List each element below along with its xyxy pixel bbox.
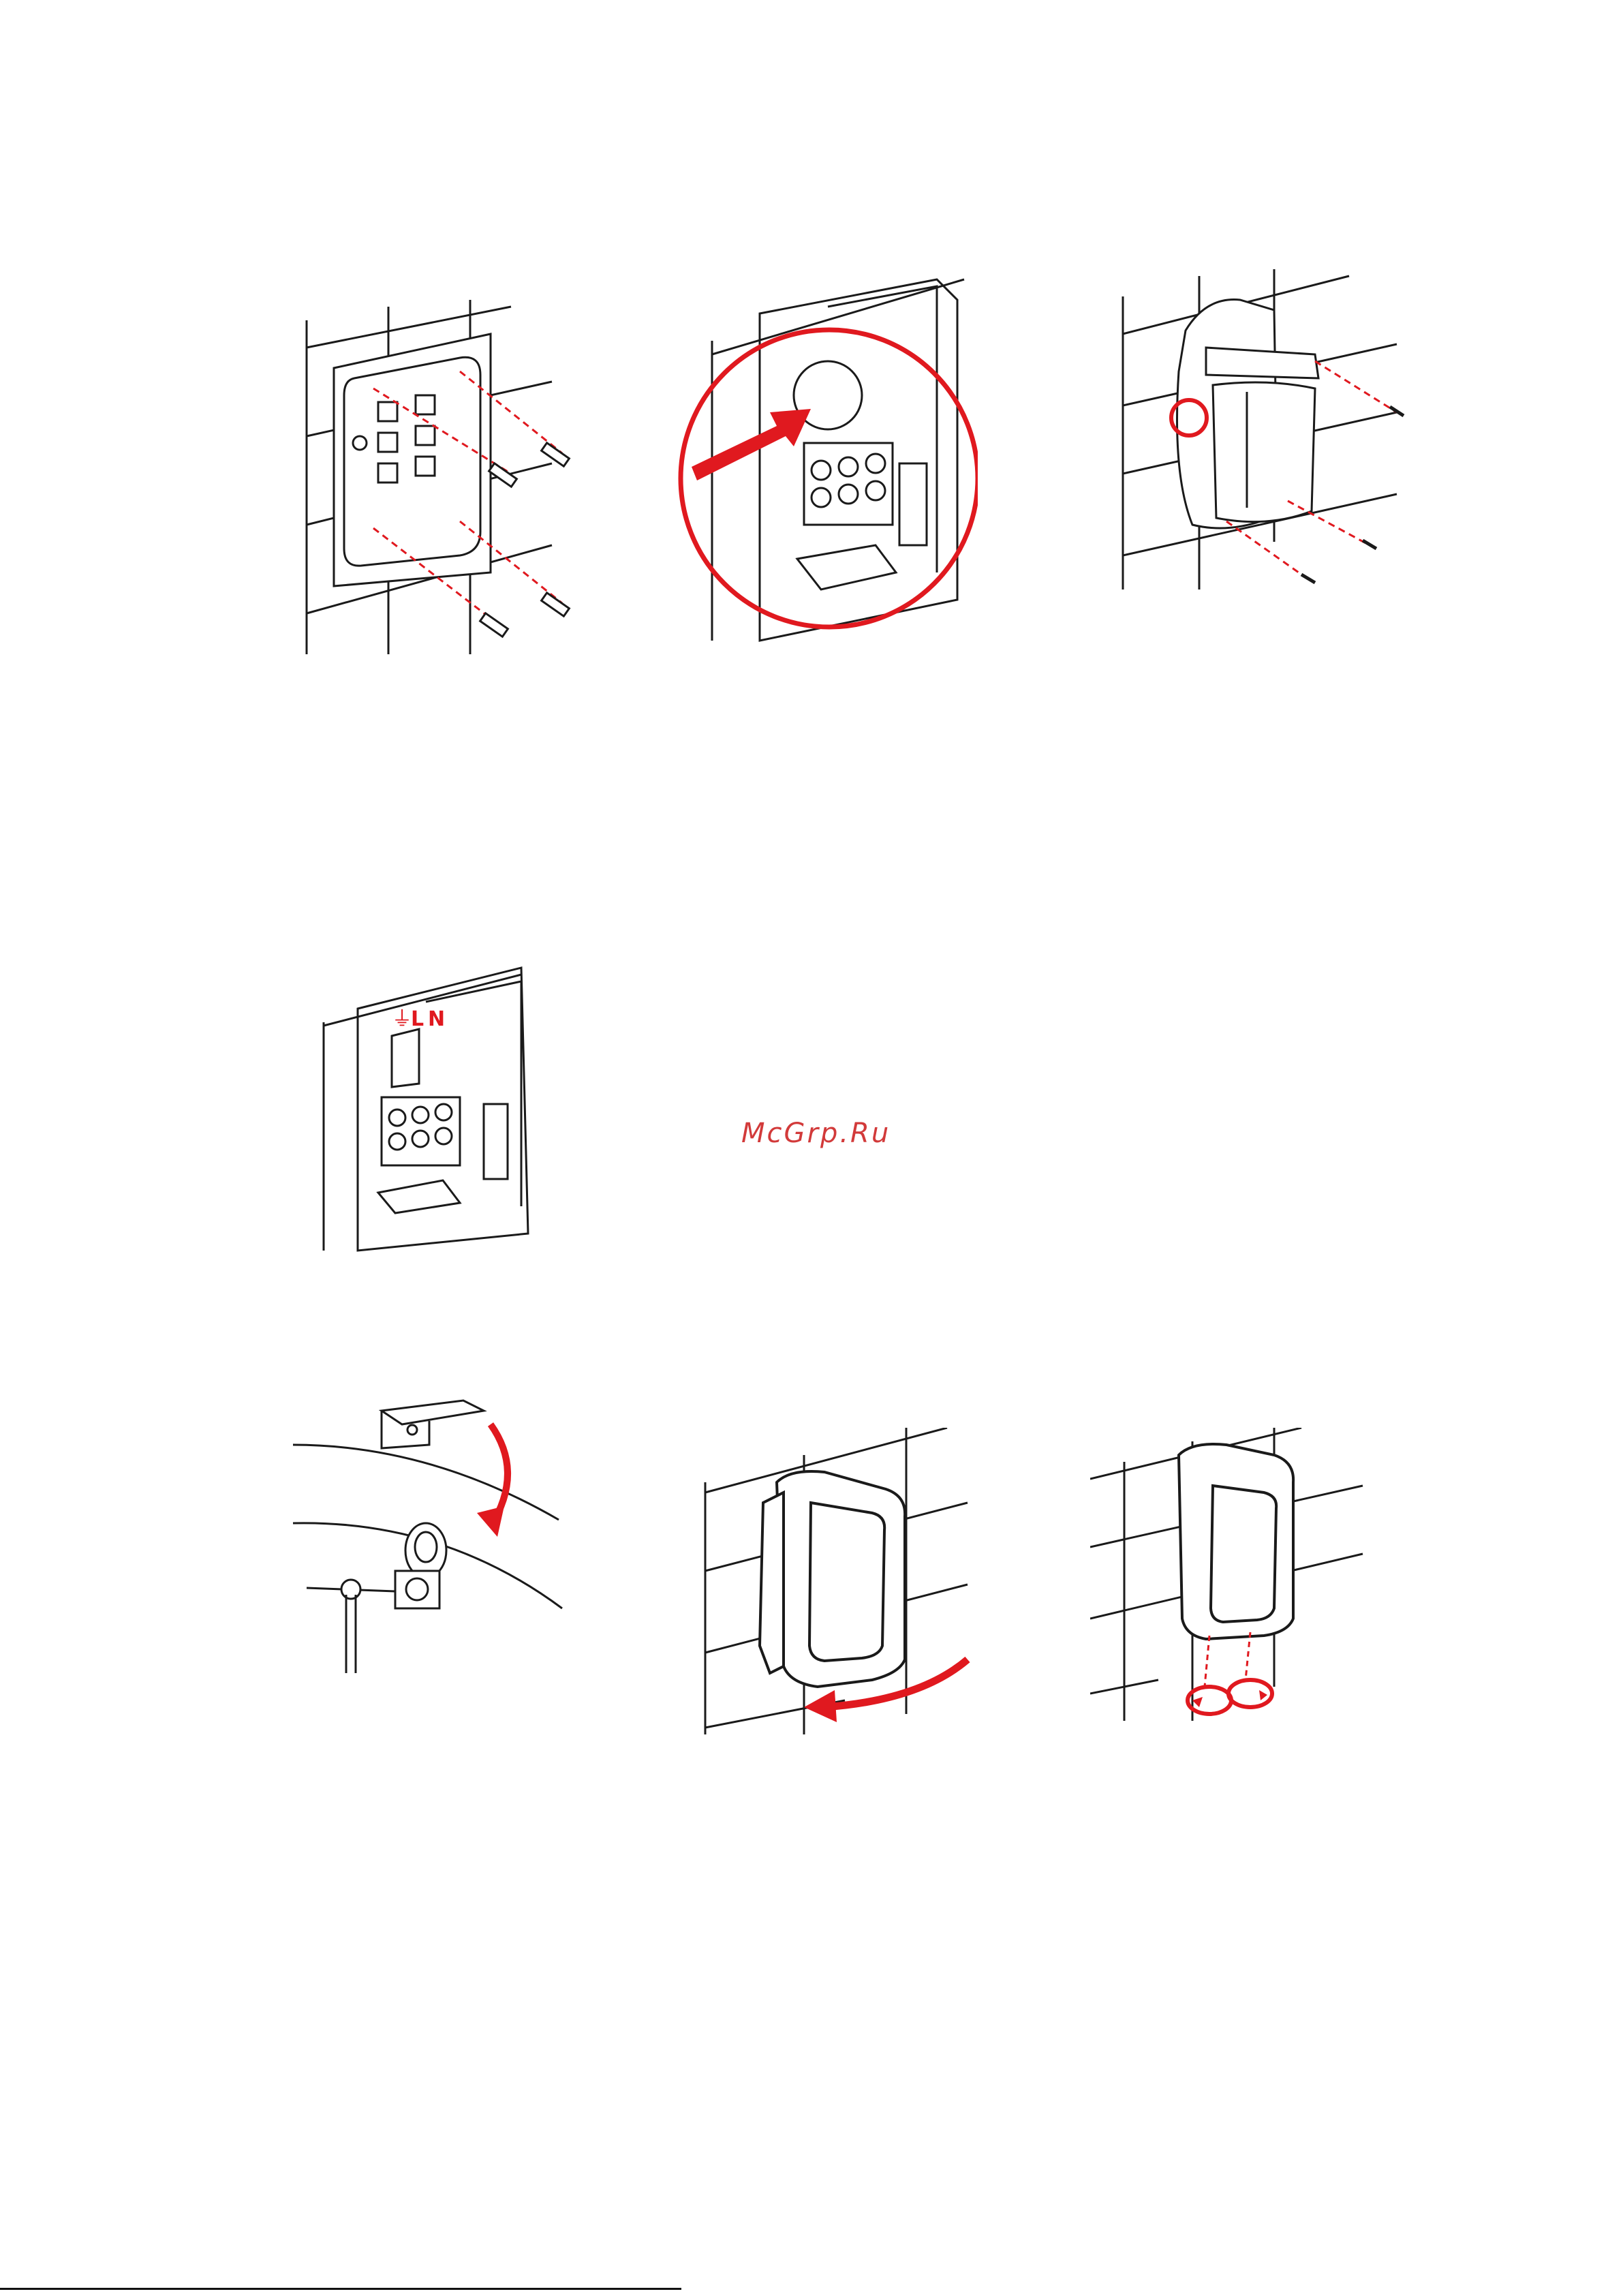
figure-terminal-block: ⏚ L N — [317, 961, 535, 1254]
earth-symbol-label: ⏚ — [392, 1007, 412, 1031]
terminal-labels-group: ⏚ L N — [392, 1007, 445, 1031]
unit-on-plate-illustration — [1104, 269, 1417, 617]
figure-unit-on-plate — [1104, 269, 1417, 617]
neutral-terminal-label: N — [428, 1007, 445, 1031]
clamp-fixing-illustration — [293, 1383, 566, 1677]
live-terminal-label: L — [411, 1007, 424, 1031]
cover-swing-illustration — [688, 1428, 981, 1741]
figure-mounting-plate — [286, 300, 572, 661]
cable-entry-illustration — [678, 273, 978, 647]
bottom-screws-illustration — [1090, 1428, 1376, 1728]
terminal-block-illustration: ⏚ L N — [317, 961, 535, 1254]
figure-clamp-fixing — [293, 1383, 566, 1677]
figure-bottom-screws — [1090, 1428, 1376, 1728]
figure-cable-entry — [678, 273, 978, 647]
mounting-plate-illustration — [286, 300, 572, 661]
figure-cover-swing — [688, 1428, 981, 1741]
bottom-divider-line — [0, 2288, 681, 2290]
watermark-text: McGrp.Ru — [741, 1118, 891, 1149]
